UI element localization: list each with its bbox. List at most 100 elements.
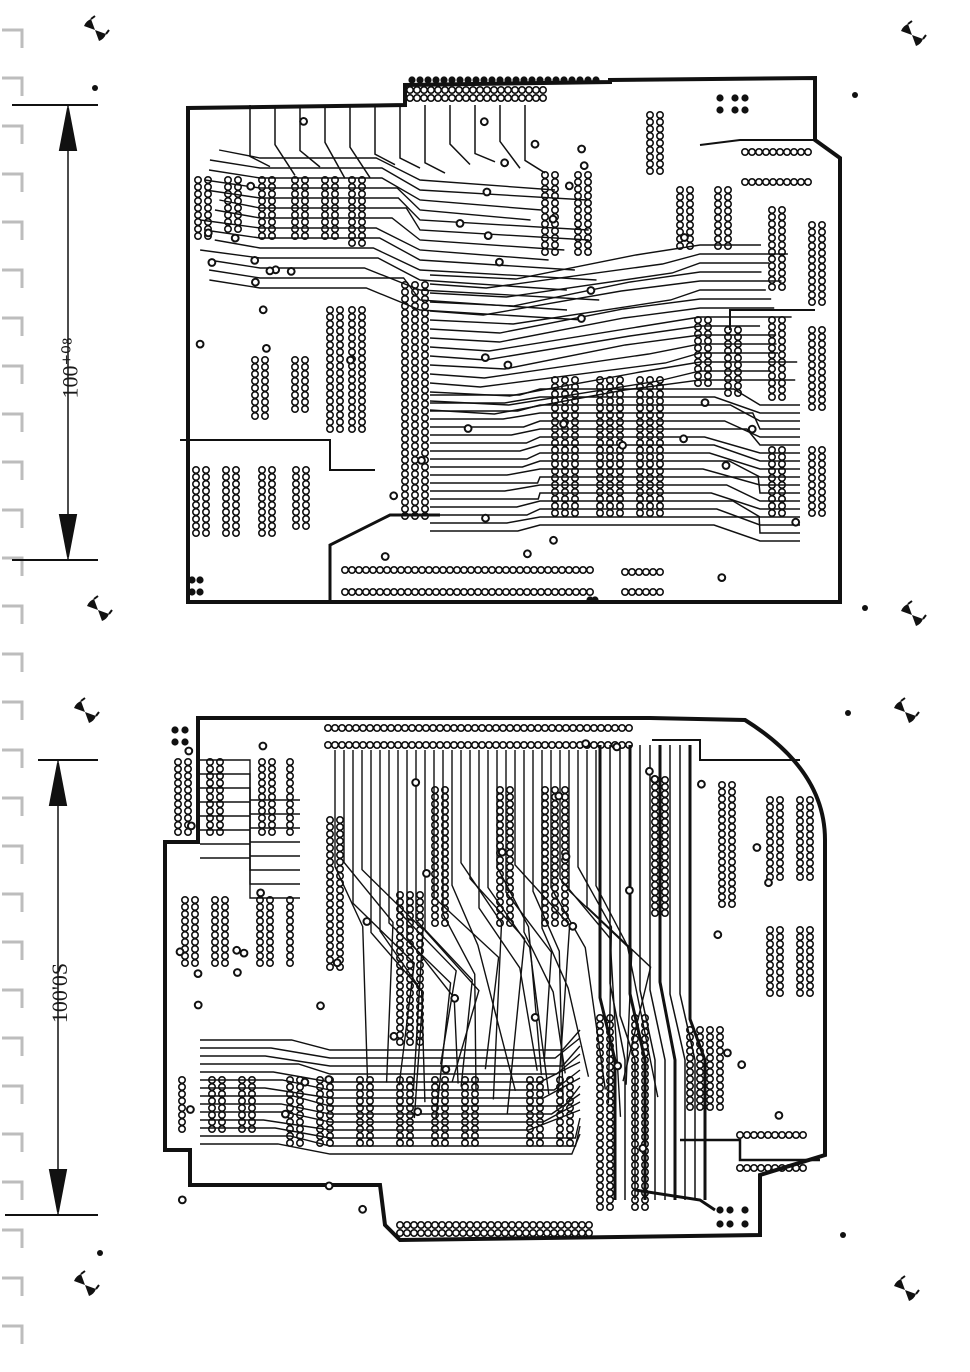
pad [291, 493, 300, 502]
pad [645, 445, 654, 454]
pad [344, 740, 353, 749]
pad [655, 501, 664, 510]
registration-mark-icon [87, 595, 113, 621]
pad [540, 241, 549, 250]
pad [238, 1125, 247, 1134]
pad [267, 486, 276, 495]
pad [194, 232, 203, 241]
pad [795, 932, 804, 941]
pad [290, 383, 299, 392]
pad [705, 1089, 714, 1098]
pad [605, 1161, 614, 1170]
trace [433, 750, 500, 1070]
pad [535, 1090, 544, 1099]
binding-hook [2, 940, 24, 960]
pad [191, 916, 200, 925]
solid-pad [171, 738, 179, 746]
pad [583, 185, 592, 194]
pad [218, 1125, 227, 1134]
binding-hook [2, 1132, 24, 1152]
pad [290, 355, 299, 364]
pad [290, 404, 299, 413]
via [717, 573, 727, 582]
pad [184, 806, 193, 815]
pad [420, 462, 429, 471]
pad [595, 1020, 604, 1029]
pad [174, 778, 183, 787]
pad [335, 396, 344, 405]
pad [495, 799, 504, 808]
via [250, 256, 260, 265]
pad [354, 565, 363, 574]
pad [355, 1083, 364, 1092]
binding-hook [2, 316, 24, 336]
via [246, 181, 256, 191]
pad [489, 86, 498, 95]
pad [655, 160, 664, 169]
pad [181, 916, 190, 925]
trace [559, 750, 622, 1117]
pad [291, 514, 300, 523]
via [450, 993, 460, 1003]
pad [357, 319, 366, 328]
pad [420, 427, 429, 436]
solid-pad [552, 76, 560, 84]
pad [174, 827, 183, 836]
trace [218, 149, 556, 191]
pad [459, 565, 468, 574]
pad [222, 465, 231, 474]
pad [320, 232, 329, 241]
pad [410, 483, 419, 492]
pad [335, 850, 344, 859]
pad [355, 1139, 364, 1148]
pad [325, 361, 334, 370]
pad [357, 218, 366, 227]
trace [430, 444, 800, 462]
pad [267, 757, 276, 766]
pad [357, 410, 366, 419]
pad [645, 508, 654, 517]
pad [795, 809, 804, 818]
pad [285, 757, 294, 766]
pcb-board-top [186, 75, 842, 604]
pad [410, 420, 419, 429]
via [561, 852, 571, 861]
pad [550, 911, 559, 920]
pad [221, 951, 230, 960]
pad [430, 918, 439, 927]
solid-pad [741, 106, 749, 114]
pad [685, 1089, 694, 1098]
pad [206, 792, 215, 801]
pad [777, 261, 786, 270]
pad [290, 183, 299, 192]
via [612, 742, 622, 752]
pad [583, 241, 592, 250]
via [300, 1077, 310, 1087]
pad [400, 455, 409, 464]
solid-pad [591, 596, 599, 604]
pad [789, 178, 798, 187]
pad [178, 1090, 187, 1099]
pad [767, 371, 776, 380]
registration-dot [862, 605, 868, 611]
trace [430, 460, 800, 478]
pad [595, 1154, 604, 1163]
trace [200, 1093, 581, 1115]
pad [320, 225, 329, 234]
pad [660, 775, 669, 784]
pad [817, 269, 826, 278]
pad [550, 841, 559, 850]
pad [395, 1038, 404, 1047]
pad [400, 392, 409, 401]
pad [460, 1111, 469, 1120]
pad [675, 207, 684, 216]
pad [295, 1139, 304, 1148]
pad [335, 836, 344, 845]
scale-bar-bottom [5, 759, 98, 1216]
pad [335, 389, 344, 398]
pad [807, 466, 816, 475]
pad [703, 343, 712, 352]
pad [403, 565, 412, 574]
pad [486, 1229, 495, 1238]
pad [285, 902, 294, 911]
